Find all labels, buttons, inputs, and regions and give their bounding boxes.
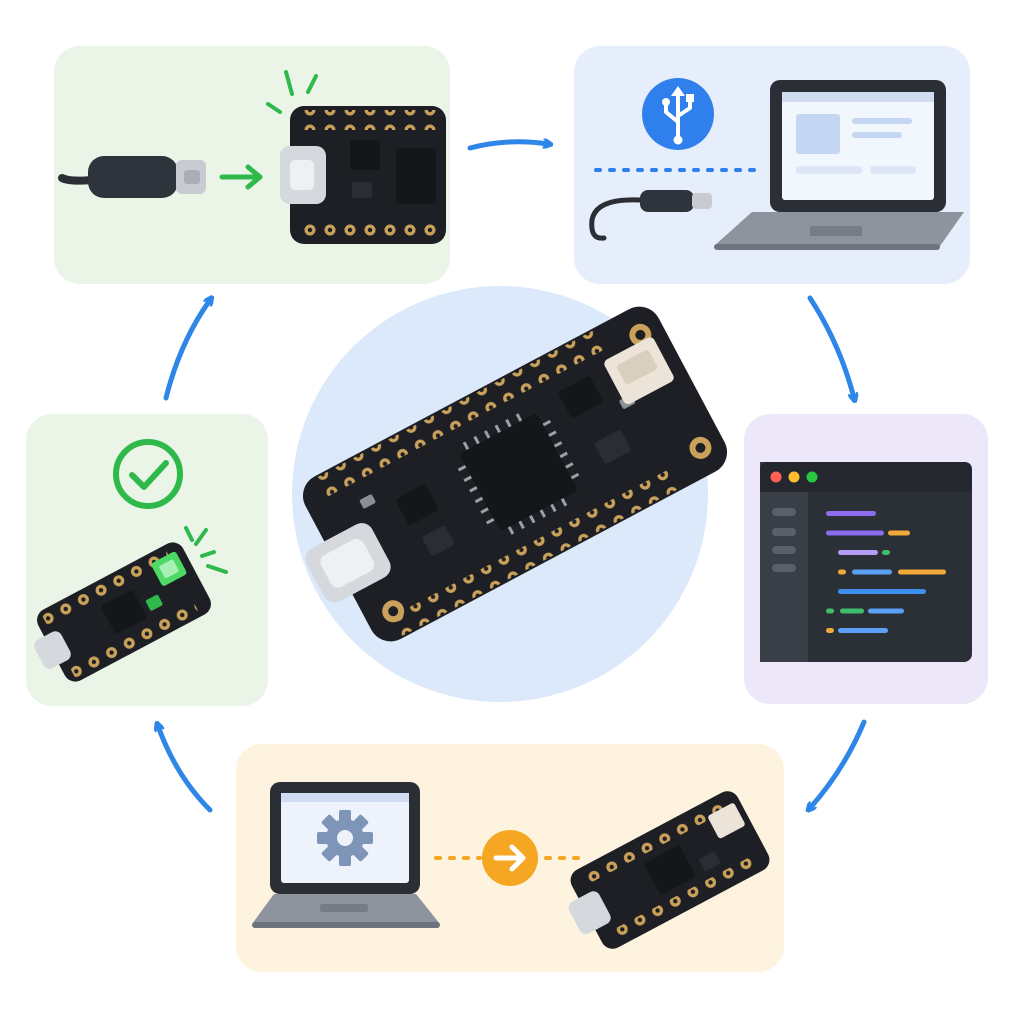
arrow-connect-to-detect — [467, 142, 548, 151]
code-line-segment — [840, 608, 864, 614]
center-board-hero — [292, 286, 728, 702]
code-line-segment — [852, 569, 892, 575]
arrow-detect-to-code — [807, 295, 854, 398]
verified-board-icon — [34, 542, 211, 683]
board-connect-icon — [280, 106, 446, 244]
code-line-segment — [826, 628, 834, 633]
detect-step-panel — [574, 46, 970, 284]
arrow-flash-to-verify — [158, 726, 213, 813]
code-line-segment — [882, 550, 890, 555]
arrow-right-icon — [482, 830, 538, 886]
led-glow-sparks-icon — [184, 526, 228, 574]
code-line-segment — [898, 569, 946, 575]
arrow-verify-to-connect — [163, 300, 210, 401]
code-line-segment — [838, 589, 926, 594]
flash-board-icon — [568, 791, 770, 949]
code-line-segment — [838, 550, 878, 555]
code-line-segment — [838, 628, 888, 633]
checkmark-circle-icon — [113, 439, 183, 509]
verify-step-panel — [26, 414, 268, 706]
usb-c-cable-icon — [58, 156, 206, 198]
code-line-segment — [826, 511, 876, 516]
code-line-segment — [868, 608, 904, 614]
microcontroller-chip — [460, 414, 577, 530]
code-line-segment — [838, 569, 846, 575]
code-step-panel — [744, 414, 988, 704]
gear-icon — [317, 810, 373, 866]
code-line-segment — [826, 530, 884, 536]
signal-sparks-icon — [266, 70, 318, 114]
code-lines — [826, 511, 946, 633]
insert-arrow-icon — [219, 164, 263, 190]
connect-step-panel — [54, 46, 450, 284]
code-editor-icon — [760, 462, 972, 662]
dev-board-icon — [302, 306, 728, 642]
window-close-dot — [770, 471, 782, 483]
code-line-segment — [888, 530, 910, 536]
usb-symbol-icon — [642, 78, 714, 150]
detect-cable-icon — [589, 190, 712, 241]
workflow-arrows — [158, 142, 867, 813]
window-minimize-dot — [788, 471, 800, 483]
arrow-code-to-flash — [810, 719, 867, 808]
laptop-icon — [714, 80, 964, 250]
code-line-segment — [826, 608, 834, 614]
window-maximize-dot — [806, 471, 818, 483]
flash-step-panel — [236, 744, 784, 972]
